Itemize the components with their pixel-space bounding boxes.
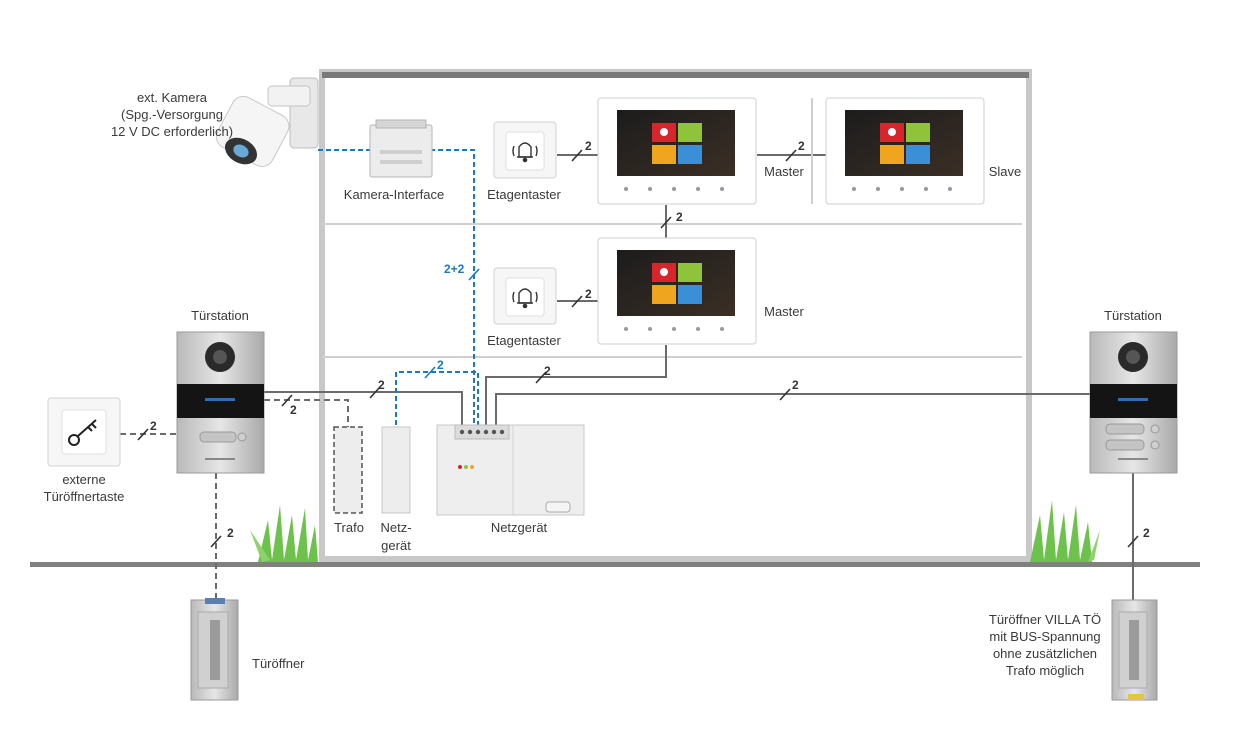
villa-label-line1: Türöffner VILLA TÖ — [989, 612, 1101, 627]
door-opener-right — [1111, 599, 1158, 701]
netzgeraet-small-device — [381, 426, 411, 514]
trafo-label: Trafo — [334, 520, 364, 535]
house-outline — [319, 69, 1032, 562]
count-right-station: 2 — [792, 378, 799, 392]
door-station-left-label: Türstation — [191, 308, 249, 323]
monitor-master-top — [597, 97, 757, 205]
etagentaster-top — [493, 121, 557, 179]
door-station-right-label: Türstation — [1104, 308, 1162, 323]
count-master-slave: 2 — [798, 139, 805, 153]
count-camera-bus: 2+2 — [444, 262, 465, 276]
slave-label: Slave — [989, 164, 1022, 179]
door-opener-left-label: Türöffner — [252, 656, 305, 671]
dashed-wires — [120, 399, 349, 600]
camera-interface-label: Kamera-Interface — [344, 187, 444, 202]
camera-label-line3: 12 V DC erforderlich) — [111, 124, 233, 139]
grass-right — [1030, 500, 1100, 562]
villa-label-line4: Trafo möglich — [1006, 663, 1084, 678]
key-icon — [68, 419, 97, 446]
netzgeraet-device — [436, 424, 585, 516]
grass-left — [250, 505, 318, 562]
count-right-opener: 2 — [1143, 526, 1150, 540]
camera-interface-device — [369, 119, 433, 178]
villa-label-line2: mit BUS-Spannung — [989, 629, 1100, 644]
ext-button-label-line1: externe — [62, 472, 105, 487]
camera-label-line2: (Spg.-Versorgung — [121, 107, 223, 122]
bell-icon — [512, 288, 538, 309]
etagentaster-mid — [493, 267, 557, 325]
ground-line — [30, 562, 1200, 567]
count-ext-button: 2 — [150, 419, 157, 433]
monitor-slave — [825, 97, 985, 205]
etagentaster-mid-label: Etagentaster — [487, 333, 561, 348]
door-station-left — [176, 331, 265, 474]
ext-button-label-line2: Türöffnertaste — [44, 489, 125, 504]
count-etagentaster-mid: 2 — [585, 287, 592, 301]
netzgeraet-small-label-line2: gerät — [381, 538, 411, 553]
monitor-master-mid — [597, 237, 757, 345]
external-camera — [215, 77, 319, 167]
camera-slashes — [424, 268, 480, 379]
bell-icon — [512, 142, 538, 163]
count-netz-small: 2 — [437, 358, 444, 372]
count-master-power: 2 — [544, 364, 551, 378]
master-top-label: Master — [764, 164, 804, 179]
door-opener-left — [190, 598, 239, 701]
count-left-dashed: 2 — [290, 403, 297, 417]
count-master-master: 2 — [676, 210, 683, 224]
netzgeraet-label: Netzgerät — [491, 520, 548, 535]
camera-label-line1: ext. Kamera — [137, 90, 208, 105]
netzgeraet-small-label-line1: Netz- — [380, 520, 411, 535]
count-station-left-power: 2 — [378, 378, 385, 392]
trafo-device — [333, 426, 363, 514]
master-mid-label: Master — [764, 304, 804, 319]
count-left-opener: 2 — [227, 526, 234, 540]
count-etagentaster-top: 2 — [585, 139, 592, 153]
etagentaster-top-label: Etagentaster — [487, 187, 561, 202]
villa-label-line3: ohne zusätzlichen — [993, 646, 1097, 661]
wire-slashes — [137, 149, 1139, 548]
door-station-right — [1089, 331, 1178, 474]
